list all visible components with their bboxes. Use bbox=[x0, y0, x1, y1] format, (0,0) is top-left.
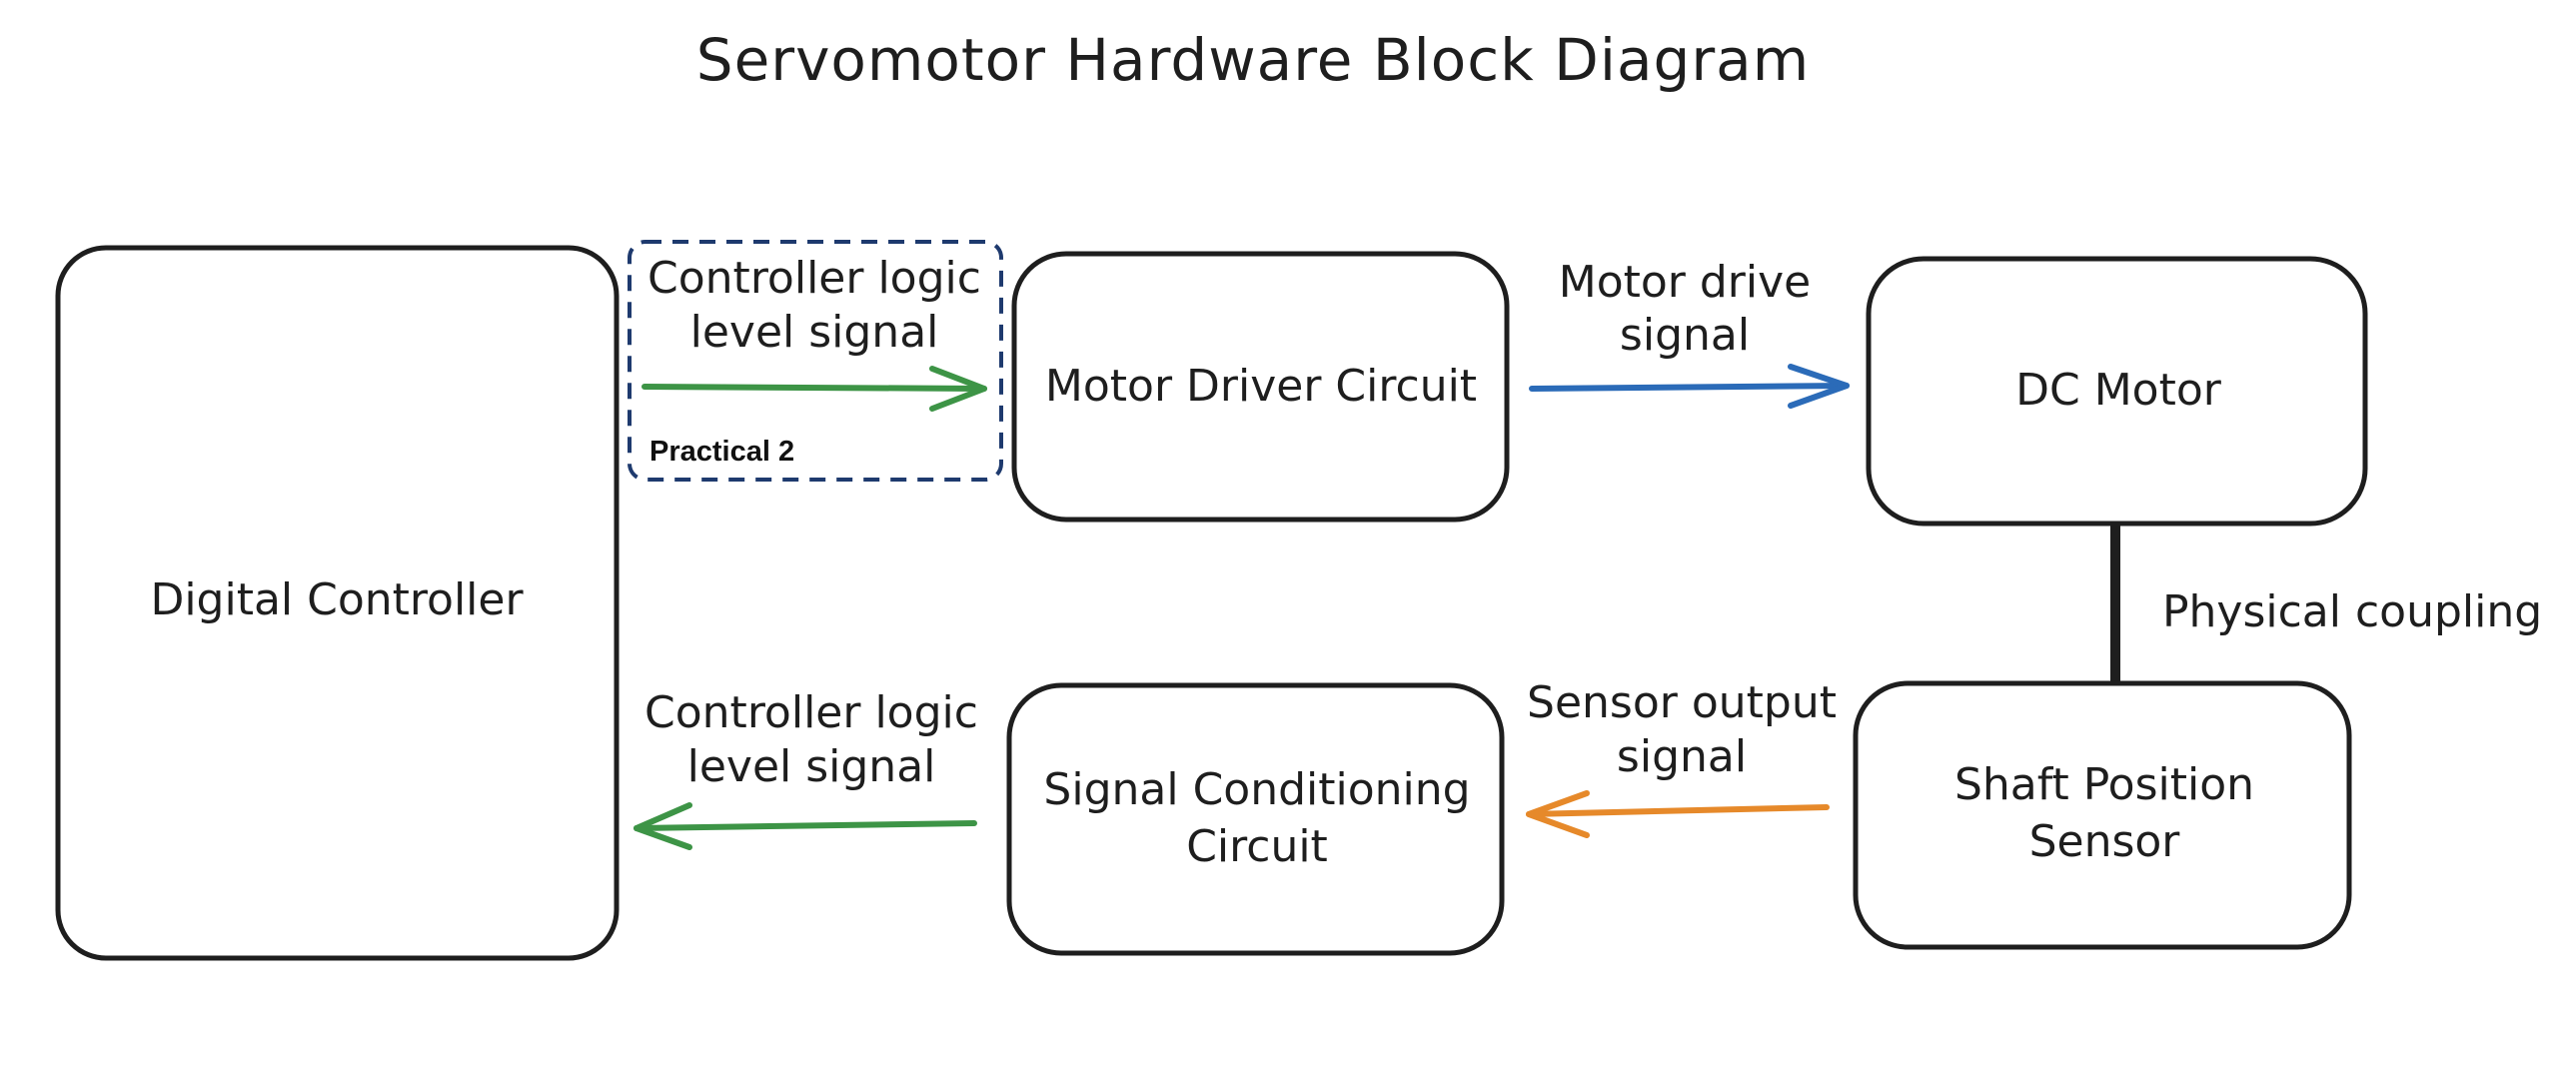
connection-driver-to-motor: Motor drive signal bbox=[1529, 257, 1850, 409]
block-digital-controller[interactable]: Digital Controller bbox=[55, 245, 620, 961]
shaft-sensor-label-line1: Shaft Position bbox=[1954, 759, 2254, 810]
controller-to-driver-arrowhead-icon bbox=[929, 366, 987, 412]
block-shaft-position-sensor[interactable]: Shaft Position Sensor bbox=[1853, 680, 2352, 950]
conditioning-to-controller-arrowhead-icon bbox=[634, 802, 692, 850]
connection-physical-coupling: Physical coupling bbox=[2110, 524, 2542, 683]
sensor-to-conditioning-label-line2: signal bbox=[1617, 731, 1747, 782]
signal-conditioning-label-line1: Signal Conditioning bbox=[1043, 764, 1470, 815]
block-dc-motor[interactable]: DC Motor bbox=[1866, 256, 2368, 527]
block-signal-conditioning[interactable]: Signal Conditioning Circuit bbox=[1006, 682, 1505, 956]
practical-2-label: Practical 2 bbox=[649, 436, 794, 468]
digital-controller-box[interactable] bbox=[55, 245, 620, 961]
conditioning-to-controller-arrow-shaft bbox=[634, 820, 977, 831]
sensor-to-conditioning-arrow-shaft bbox=[1526, 804, 1830, 817]
controller-to-driver-label-line2: level signal bbox=[690, 307, 939, 358]
controller-to-driver-label-line1: Controller logic bbox=[647, 253, 981, 304]
motor-driver-label: Motor Driver Circuit bbox=[1045, 361, 1477, 412]
shaft-sensor-box[interactable] bbox=[1853, 680, 2352, 950]
driver-to-motor-arrow-shaft bbox=[1529, 383, 1850, 392]
practical-2-group-border bbox=[628, 240, 1003, 482]
driver-to-motor-label-line2: signal bbox=[1620, 310, 1750, 361]
physical-coupling-label: Physical coupling bbox=[2162, 586, 2542, 637]
dc-motor-label: DC Motor bbox=[2015, 365, 2222, 416]
sensor-to-conditioning-label-line1: Sensor output bbox=[1527, 677, 1837, 728]
shaft-sensor-label-line2: Sensor bbox=[2029, 816, 2181, 867]
block-motor-driver[interactable]: Motor Driver Circuit bbox=[1011, 251, 1510, 523]
connection-controller-to-driver: Controller logic level signal bbox=[642, 253, 987, 412]
controller-to-driver-arrow-shaft bbox=[642, 384, 987, 392]
signal-conditioning-box[interactable] bbox=[1006, 682, 1505, 956]
practical-2-group: Practical 2 bbox=[628, 240, 1003, 482]
signal-conditioning-label-line2: Circuit bbox=[1186, 821, 1328, 872]
connection-sensor-to-conditioning: Sensor output signal bbox=[1526, 677, 1837, 838]
diagram-title: Servomotor Hardware Block Diagram bbox=[696, 26, 1810, 94]
motor-driver-box[interactable] bbox=[1011, 251, 1510, 523]
driver-to-motor-label-line1: Motor drive bbox=[1559, 257, 1811, 308]
conditioning-to-controller-label-line1: Controller logic bbox=[644, 687, 978, 738]
sensor-to-conditioning-arrowhead-icon bbox=[1526, 790, 1590, 838]
digital-controller-label: Digital Controller bbox=[150, 574, 524, 625]
conditioning-to-controller-label-line2: level signal bbox=[687, 741, 936, 792]
connection-conditioning-to-controller: Controller logic level signal bbox=[634, 687, 978, 850]
driver-to-motor-arrowhead-icon bbox=[1788, 364, 1850, 409]
